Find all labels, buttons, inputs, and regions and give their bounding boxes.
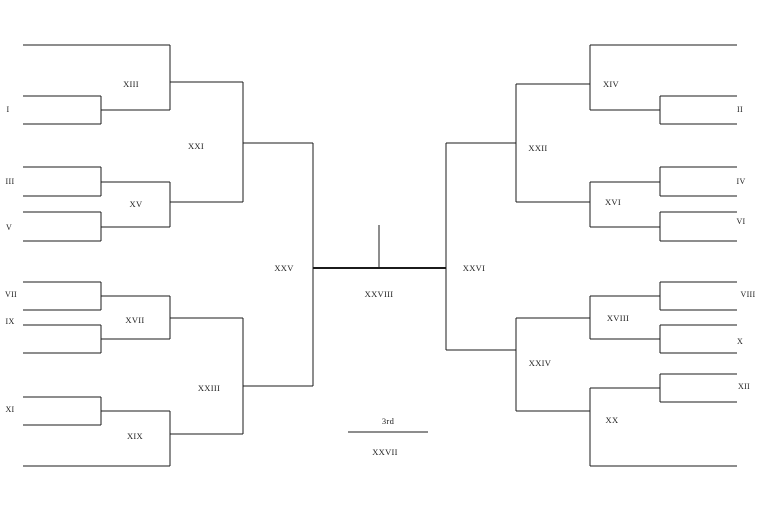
seed-label-11: XI <box>5 405 15 414</box>
third-place-title: 3rd <box>381 415 395 426</box>
match-20-bracket <box>516 388 591 466</box>
match-label-24: XXIV <box>528 357 552 368</box>
match-label-26: XXVI <box>462 262 486 273</box>
left-seed-1-slot <box>23 95 170 125</box>
seed-label-12: XII <box>737 382 751 391</box>
match-14-bracket <box>516 45 591 110</box>
match-16-bracket <box>516 182 591 227</box>
right-seed-10-slot <box>590 324 737 354</box>
match-18-bracket <box>516 296 591 339</box>
match-15-bracket <box>169 182 243 227</box>
match-label-23: XXIII <box>197 382 221 393</box>
left-seed-7-slot <box>23 281 170 311</box>
match-label-15: XV <box>129 198 143 209</box>
seed-label-10: X <box>736 337 744 346</box>
left-seed-9-slot <box>23 324 170 354</box>
left-seed-5-slot <box>23 211 170 242</box>
match-19-bracket <box>169 411 243 466</box>
right-seed-6-slot <box>590 211 737 242</box>
seed-label-8: VIII <box>740 290 756 299</box>
match-17-bracket <box>169 296 243 339</box>
match-label-13: XIII <box>123 78 139 89</box>
match-label-14: XIV <box>602 78 620 89</box>
match-label-19: XIX <box>126 430 144 441</box>
right-seed-2-slot <box>590 95 737 125</box>
right-seed-12-slot <box>590 373 737 403</box>
match-13-bracket <box>169 45 243 110</box>
seed-label-7: VII <box>4 290 18 299</box>
left-seed-11-slot <box>23 396 170 426</box>
match-label-16: XVI <box>604 196 622 207</box>
seed-label-1: I <box>6 105 10 114</box>
seed-label-6: VI <box>736 217 746 226</box>
match-label-25: XXV <box>274 262 294 273</box>
match-label-18: XVIII <box>606 312 630 323</box>
match-21-bracket <box>242 82 313 202</box>
left-seed-3-slot <box>23 166 170 197</box>
seed-label-5: V <box>5 223 13 232</box>
match-label-27: XXVII <box>372 446 398 457</box>
match-label-17: XVII <box>125 314 145 325</box>
right-seed-4-slot <box>590 166 737 197</box>
match-label-20: XX <box>605 414 619 425</box>
match-label-28: XXVIII <box>364 288 394 299</box>
match-label-21: XXI <box>187 140 205 151</box>
seed-label-9: IX <box>5 317 15 326</box>
seed-label-2: II <box>737 105 743 114</box>
match-label-22: XXII <box>528 142 548 153</box>
match-23-bracket <box>242 318 313 434</box>
seed-label-3: III <box>5 177 15 186</box>
match-22-bracket <box>446 84 517 202</box>
seed-label-4: IV <box>736 177 746 186</box>
match-24-bracket <box>446 318 517 411</box>
right-seed-8-slot <box>590 281 737 311</box>
